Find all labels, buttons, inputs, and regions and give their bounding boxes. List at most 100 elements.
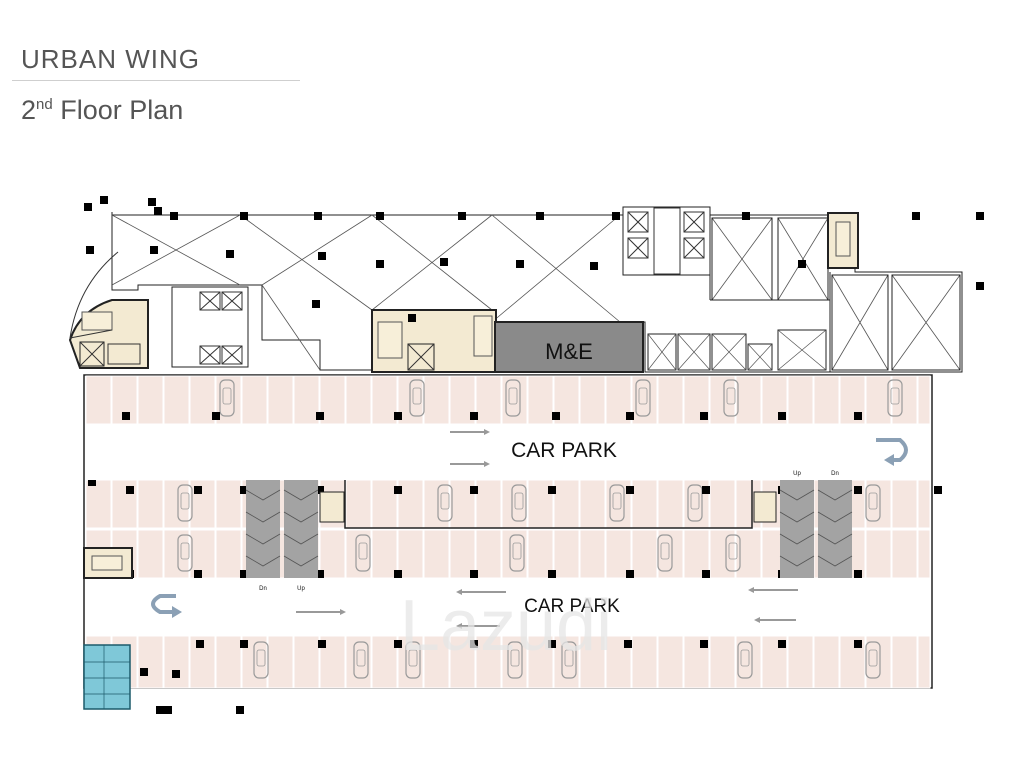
column: [854, 570, 862, 578]
ramp-left: [245, 480, 319, 578]
traffic-arrow: [748, 587, 798, 593]
parking-bay: [917, 529, 931, 579]
parking-bay: [787, 375, 814, 425]
column: [626, 412, 634, 420]
column: [318, 252, 326, 260]
parking-bay: [475, 529, 502, 579]
parking-bay: [215, 479, 242, 529]
column: [376, 212, 384, 220]
parking-bay: [371, 375, 398, 425]
column: [976, 282, 984, 290]
parking-bay: [735, 375, 762, 425]
column: [150, 246, 158, 254]
parking-bay: [137, 635, 164, 689]
parking-bay: [293, 635, 320, 689]
column: [240, 570, 248, 578]
me-label: M&E: [545, 339, 593, 364]
parked-car: [355, 534, 371, 572]
parking-bay: [423, 529, 450, 579]
column: [122, 412, 130, 420]
parked-car: [353, 641, 369, 679]
parking-bay: [137, 479, 164, 529]
parking-bay: [163, 479, 190, 529]
column: [702, 570, 710, 578]
aisle-upper: [86, 424, 930, 480]
parking-bay: [85, 479, 112, 529]
me-room: [494, 321, 644, 373]
column: [140, 668, 148, 676]
parking-bay: [267, 375, 294, 425]
lift-core-left: [171, 286, 249, 368]
watermark: Lazudi: [400, 586, 612, 666]
parking-bay: [163, 375, 190, 425]
column: [236, 706, 244, 714]
column: [170, 212, 178, 220]
parking-bay: [189, 479, 216, 529]
parked-car: [507, 641, 523, 679]
car-park-lower-label: CAR PARK: [524, 596, 620, 617]
parked-car: [509, 534, 525, 572]
parking-bay: [891, 529, 918, 579]
u-turn-arrow-right: [876, 438, 908, 462]
parked-car: [635, 379, 651, 417]
parking-bay: [709, 479, 736, 529]
column: [126, 486, 134, 494]
column: [440, 258, 448, 266]
parking-bay: [319, 375, 346, 425]
floor-title: 2nd Floor Plan: [21, 95, 184, 125]
parking-bay: [865, 375, 892, 425]
column: [394, 412, 402, 420]
parking-bay: [787, 635, 814, 689]
parking-bay: [709, 529, 736, 579]
parking-bay: [579, 479, 606, 529]
column: [626, 486, 634, 494]
column: [854, 412, 862, 420]
parking-bay: [293, 375, 320, 425]
parked-car: [177, 484, 193, 522]
parking-bay: [657, 635, 684, 689]
column: [742, 212, 750, 220]
column: [394, 640, 402, 648]
column: [458, 212, 466, 220]
column: [798, 260, 806, 268]
column: [316, 486, 324, 494]
parking-bay: [579, 375, 606, 425]
traffic-arrow: [456, 623, 500, 629]
column: [196, 640, 204, 648]
ramp-right: [779, 480, 853, 578]
parking-bay: [553, 529, 580, 579]
building-title: URBAN WING: [21, 44, 200, 74]
traffic-arrow: [450, 461, 490, 467]
parking-bay: [657, 479, 684, 529]
column: [548, 486, 556, 494]
parking-bay: [891, 375, 918, 425]
column: [194, 486, 202, 494]
traffic-arrows: [296, 429, 798, 629]
parking-bay: [579, 635, 606, 689]
parking-bay: [371, 479, 398, 529]
traffic-arrow: [754, 617, 796, 623]
column: [536, 212, 544, 220]
parked-car: [657, 534, 673, 572]
column: [154, 207, 162, 215]
parking-bay: [215, 529, 242, 579]
parked-car: [409, 379, 425, 417]
parking-bay: [137, 375, 164, 425]
parking-bay: [475, 479, 502, 529]
parking-bay: [527, 375, 554, 425]
parking-bay: [631, 529, 658, 579]
column: [590, 262, 598, 270]
column: [86, 246, 94, 254]
parking-bay: [917, 375, 931, 425]
column: [552, 412, 560, 420]
column: [240, 486, 248, 494]
parking-bay: [345, 375, 372, 425]
parked-car: [723, 379, 739, 417]
column: [316, 412, 324, 420]
column: [934, 486, 942, 494]
column: [376, 260, 384, 268]
car-park-upper-label: CAR PARK: [511, 439, 617, 462]
parked-car: [177, 534, 193, 572]
column: [240, 640, 248, 648]
